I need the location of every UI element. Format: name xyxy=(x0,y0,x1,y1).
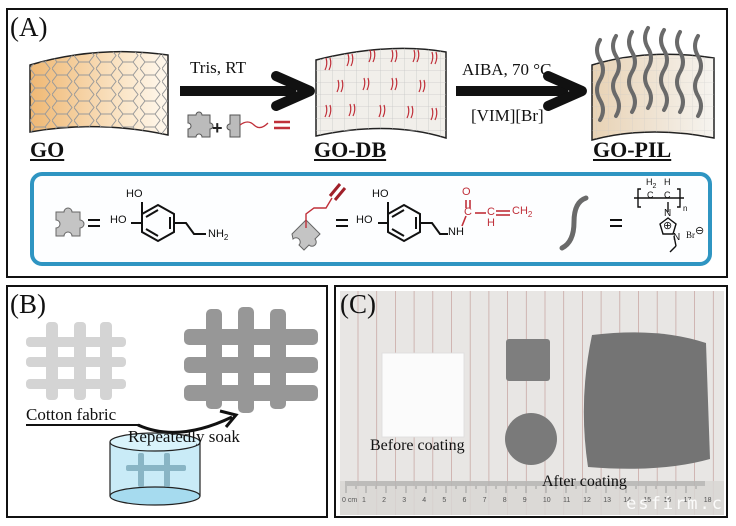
vinyl-puzzle-icon xyxy=(291,183,347,251)
dopamine-oh2: HO xyxy=(110,214,127,226)
pil-bromide: Br⊖ xyxy=(686,225,705,240)
pil-n1: N xyxy=(664,208,672,219)
step2-conditions-top: AIBA, 70 °C xyxy=(462,60,552,79)
uncoated-fabric-sample xyxy=(381,352,465,438)
acrylamide-oh2: HO xyxy=(356,214,373,226)
product-go-db-label: GO-DB xyxy=(314,137,387,162)
go-db-sheet xyxy=(315,47,447,140)
panel-a: (A) xyxy=(6,8,728,278)
ruler-label: 8 xyxy=(502,497,507,504)
acrylamide-ch2: CH2 xyxy=(512,205,533,220)
ruler-label: 1 xyxy=(362,497,366,504)
product-go-pil-label: GO-PIL xyxy=(593,137,672,162)
acrylamide-c1: C xyxy=(464,206,472,218)
acrylamide-o: O xyxy=(462,186,471,198)
structure-legend: HO HO NH2 HO HO NH O C C H CH2 H2 H C C … xyxy=(30,172,712,266)
acrylamide-h: H xyxy=(487,217,495,229)
reaction-scheme: + xyxy=(29,26,715,141)
ruler-label: 6 xyxy=(462,497,467,504)
panel-a-label: (A) xyxy=(10,12,48,42)
soak-beaker-icon xyxy=(109,432,201,506)
photo-scene xyxy=(340,291,724,515)
legend-structures xyxy=(55,183,684,253)
before-coating-label: Before coating xyxy=(370,437,465,454)
ruler-label: 18 xyxy=(703,497,712,504)
panel-b-label: (B) xyxy=(10,289,46,319)
ruler-label: 17 xyxy=(683,497,692,504)
ruler-label: 12 xyxy=(583,497,591,504)
cotton-fabric-label: Cotton fabric xyxy=(26,405,117,424)
panel-b: (B) xyxy=(6,285,328,518)
dopamine-acrylamide-structure xyxy=(378,202,448,243)
coated-sample-large xyxy=(583,332,710,469)
pil-h: H xyxy=(664,177,671,187)
ruler-label: 10 xyxy=(542,497,551,504)
acrylamide-c2: C xyxy=(487,206,495,218)
pil-n2: N xyxy=(673,232,681,243)
ruler-label: 14 xyxy=(623,497,632,504)
coating-process-diagram xyxy=(26,307,318,506)
ruler-label: 5 xyxy=(442,497,447,504)
pil-c1: C xyxy=(647,190,654,200)
reagent-icons: + xyxy=(187,111,290,138)
panel-c-label: (C) xyxy=(340,289,376,319)
pil-plus-charge: ⊕ xyxy=(663,220,673,232)
ruler-label: 2 xyxy=(382,497,386,504)
ruler-label: 13 xyxy=(603,497,611,504)
svg-text:+: + xyxy=(212,118,223,138)
pil-n-subscript: n xyxy=(683,204,688,213)
ruler-label: 15 xyxy=(643,497,652,504)
dopamine-amine: NH2 xyxy=(208,228,229,243)
coated-sample-small-square xyxy=(506,339,550,381)
dopamine-structure xyxy=(131,202,206,243)
process-arrow xyxy=(137,415,233,434)
process-arrow-head xyxy=(219,409,239,428)
acrylamide-nh: NH xyxy=(448,226,464,238)
go-pil-sheet xyxy=(591,26,715,141)
dopamine-oh1: HO xyxy=(126,188,143,200)
pil-h2: H2 xyxy=(646,177,657,190)
ruler-label: 9 xyxy=(522,497,527,504)
reaction-arrow-2 xyxy=(456,71,587,111)
step2-conditions-bottom: [VIM][Br] xyxy=(471,106,544,125)
ruler-label: 4 xyxy=(422,497,427,504)
go-sheet xyxy=(29,50,169,136)
coated-sample-circle xyxy=(505,413,557,465)
coated-fabric-weave xyxy=(184,307,318,413)
reaction-arrow-1 xyxy=(180,71,315,111)
cotton-fabric-weave xyxy=(26,322,126,400)
after-coating-label: After coating xyxy=(542,473,627,490)
watermark: esfirm.c xyxy=(626,494,724,514)
acrylamide-oh1: HO xyxy=(372,188,389,200)
ruler-label: 7 xyxy=(482,497,487,504)
pil-chain-icon xyxy=(559,195,589,251)
pil-structure xyxy=(634,188,684,253)
pil-c2: C xyxy=(664,190,671,200)
ruler-label: 3 xyxy=(402,497,407,504)
step1-conditions: Tris, RT xyxy=(190,58,246,77)
acrylamide-group xyxy=(461,200,510,227)
puzzle-piece-icon xyxy=(55,207,85,237)
product-go-label: GO xyxy=(30,137,65,162)
ruler-unit: 0 cm xyxy=(342,497,358,504)
soak-label: Repeatedly soak xyxy=(128,427,240,446)
ruler xyxy=(340,481,724,515)
ruler-label: 16 xyxy=(663,497,672,504)
ruler-tick-marks xyxy=(345,481,705,493)
ruler-label: 11 xyxy=(563,497,571,504)
